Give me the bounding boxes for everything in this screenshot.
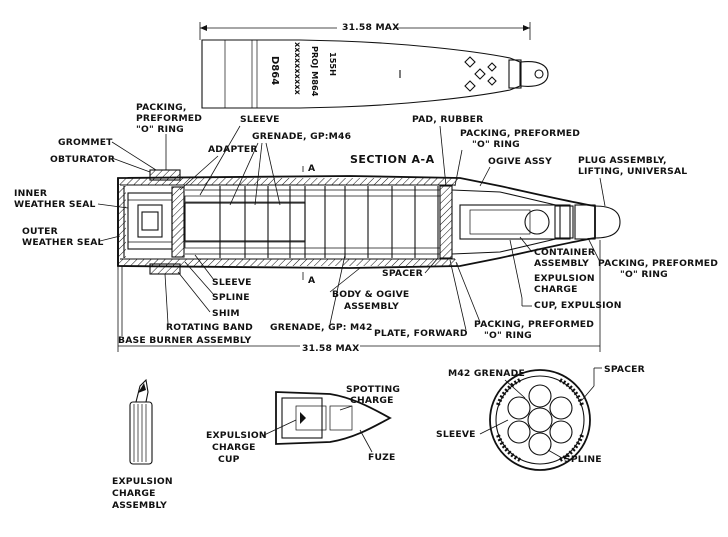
marking-caliber: 155H (328, 52, 338, 76)
label-outer-weather-seal-1: OUTER (22, 226, 58, 237)
section-marker-top: A (308, 163, 316, 174)
label-rotating-band: ROTATING BAND (166, 322, 253, 333)
label-plate-forward: PLATE, FORWARD (374, 328, 468, 339)
label-spotting-charge-1: SPOTTING (346, 384, 400, 395)
label-body-ogive-2: ASSEMBLY (344, 301, 399, 312)
label-container-2: ASSEMBLY (534, 258, 589, 269)
label-packing-preformed-left-2: PREFORMED (136, 113, 202, 124)
label-container-1: CONTAINER (534, 247, 595, 258)
label-container-3: EXPULSION (534, 273, 595, 284)
label-fuze: FUZE (368, 452, 395, 463)
label-expulsion-charge-assembly-2: CHARGE (112, 488, 156, 499)
bottom-dimension-line: 31.58 MAX (117, 240, 601, 354)
label-packing-preformed-left-3: "O" RING (136, 124, 184, 135)
label-inner-weather-seal-1: INNER (14, 188, 47, 199)
label-plug-assembly-2: LIFTING, UNIVERSAL (578, 166, 687, 177)
marking-model: PROJ M864 (310, 46, 320, 97)
top-exterior-view: 31.58 MAX 155H PROJ M864 xxxxxxxxxx D864 (199, 20, 549, 109)
marking-lot: xxxxxxxxxx (293, 42, 303, 96)
label-spline: SPLINE (212, 292, 250, 303)
label-packing-preformed-right-2: "O" RING (620, 269, 668, 280)
label-cup-expulsion: CUP, EXPULSION (534, 300, 622, 311)
cutaway-labels: PACKING, PREFORMED "O" RING SLEEVE GRENA… (14, 102, 718, 346)
label-spline-circle: SPLINE (564, 454, 602, 465)
label-outer-weather-seal-2: WEATHER SEAL (22, 237, 104, 248)
label-container-4: CHARGE (534, 284, 578, 295)
fuze-detail: SPOTTING CHARGE EXPULSION CHARGE CUP FUZ… (206, 384, 400, 465)
label-shim: SHIM (212, 308, 240, 319)
label-grenade-m46: GRENADE, GP:M46 (252, 131, 351, 142)
top-dimension-label: 31.58 MAX (342, 22, 399, 33)
label-ogive-assy: OGIVE ASSY (488, 156, 552, 167)
label-pad-rubber: PAD, RUBBER (412, 114, 483, 125)
expulsion-charge-assembly-detail: EXPULSION CHARGE ASSEMBLY (112, 378, 173, 511)
label-spacer-mid: SPACER (382, 268, 423, 279)
label-obturator: OBTURATOR (50, 154, 115, 165)
label-expulsion-charge-cup-2: CHARGE (212, 442, 256, 453)
section-marker-bottom: A (308, 275, 316, 286)
section-title: SECTION A-A (350, 153, 435, 166)
label-sleeve-top: SLEEVE (240, 114, 280, 125)
label-spacer-right: SPACER (604, 364, 645, 375)
projectile-exterior-outline (201, 39, 521, 109)
grenade-sleeve-stack (185, 186, 440, 258)
label-grenade-m42: GRENADE, GP: M42 (270, 322, 373, 333)
label-inner-weather-seal-2: WEATHER SEAL (14, 199, 96, 210)
bottom-dimension-label: 31.58 MAX (302, 343, 359, 354)
label-expulsion-charge-assembly-3: ASSEMBLY (112, 500, 167, 511)
label-base-burner: BASE BURNER ASSEMBLY (118, 335, 252, 346)
label-expulsion-charge-cup-3: CUP (218, 454, 240, 465)
label-packing-preformed-bottom-2: "O" RING (484, 330, 532, 341)
section-cutaway: A A SECTION A-A 31.58 MAX (117, 153, 621, 354)
label-plug-assembly-1: PLUG ASSEMBLY, (578, 155, 667, 166)
label-packing-preformed-right-1: PACKING, PREFORMED (598, 258, 718, 269)
label-packing-preformed-top-2: "O" RING (472, 139, 520, 150)
label-packing-preformed-top-1: PACKING, PREFORMED (460, 128, 580, 139)
label-adapter: ADAPTER (208, 144, 258, 155)
marking-code: D864 (269, 56, 280, 85)
cross-section-detail: M42 GRENADE SPACER SLEEVE SPLINE (436, 364, 645, 471)
label-sleeve-bottom: SLEEVE (212, 277, 252, 288)
label-grommet: GROMMET (58, 137, 113, 148)
m42-grenade-ring (507, 384, 573, 456)
label-packing-preformed-bottom-1: PACKING, PREFORMED (474, 319, 594, 330)
top-dimension-line: 31.58 MAX (199, 20, 531, 40)
label-spotting-charge-2: CHARGE (350, 395, 394, 406)
label-body-ogive-1: BODY & OGIVE (332, 289, 409, 300)
label-sleeve-circle: SLEEVE (436, 429, 476, 440)
label-m42-grenade: M42 GRENADE (448, 368, 525, 379)
label-packing-preformed-left-1: PACKING, (136, 102, 187, 113)
label-expulsion-charge-assembly-1: EXPULSION (112, 476, 173, 487)
label-expulsion-charge-cup-1: EXPULSION (206, 430, 267, 441)
